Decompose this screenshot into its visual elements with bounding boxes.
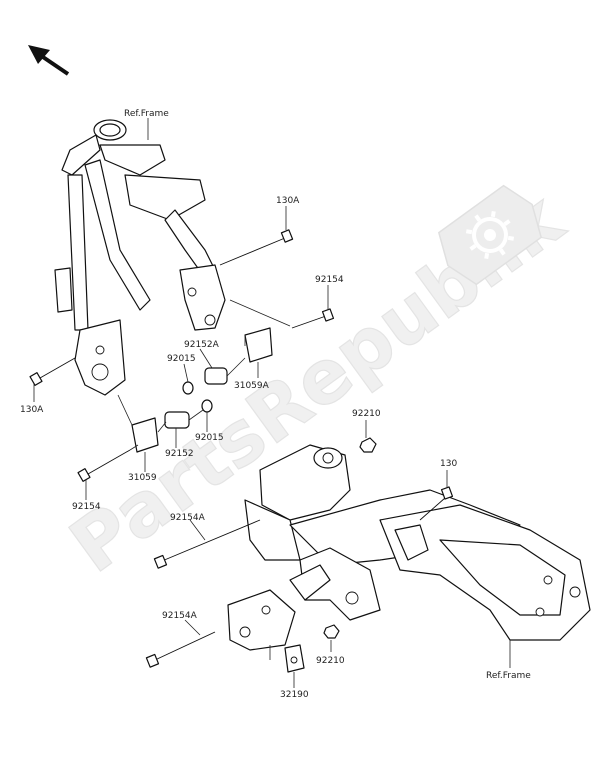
label-ref-frame-top: Ref.Frame <box>124 109 169 119</box>
label-92015-top: 92015 <box>167 354 196 364</box>
label-92210-top: 92210 <box>352 409 381 419</box>
label-92210-bottom: 92210 <box>316 656 345 666</box>
label-130-right: 130 <box>440 459 457 469</box>
upper-frame <box>54 119 226 396</box>
part-labels: Ref.Frame 130A 92154 92152A 92015 31059A… <box>20 109 531 700</box>
label-92152a: 92152A <box>184 340 220 350</box>
label-92152: 92152 <box>165 449 194 459</box>
label-130a-left: 130A <box>20 405 44 415</box>
label-ref-frame-bottom: Ref.Frame <box>486 671 531 681</box>
label-130a-top: 130A <box>276 196 300 206</box>
lower-fasteners <box>145 420 511 688</box>
lower-frame <box>227 444 591 651</box>
arrow-up-left-icon <box>28 45 70 76</box>
label-31059a: 31059A <box>234 381 270 391</box>
label-31059: 31059 <box>128 473 157 483</box>
label-92154a-mid: 92154A <box>170 513 206 523</box>
label-92154-left: 92154 <box>72 502 101 512</box>
label-92154-top: 92154 <box>315 275 344 285</box>
gear-icon <box>437 184 543 286</box>
label-32190: 32190 <box>280 690 309 700</box>
label-92015-bottom: 92015 <box>195 433 224 443</box>
upper-fasteners <box>29 229 335 482</box>
label-92154a-low: 92154A <box>162 611 198 621</box>
